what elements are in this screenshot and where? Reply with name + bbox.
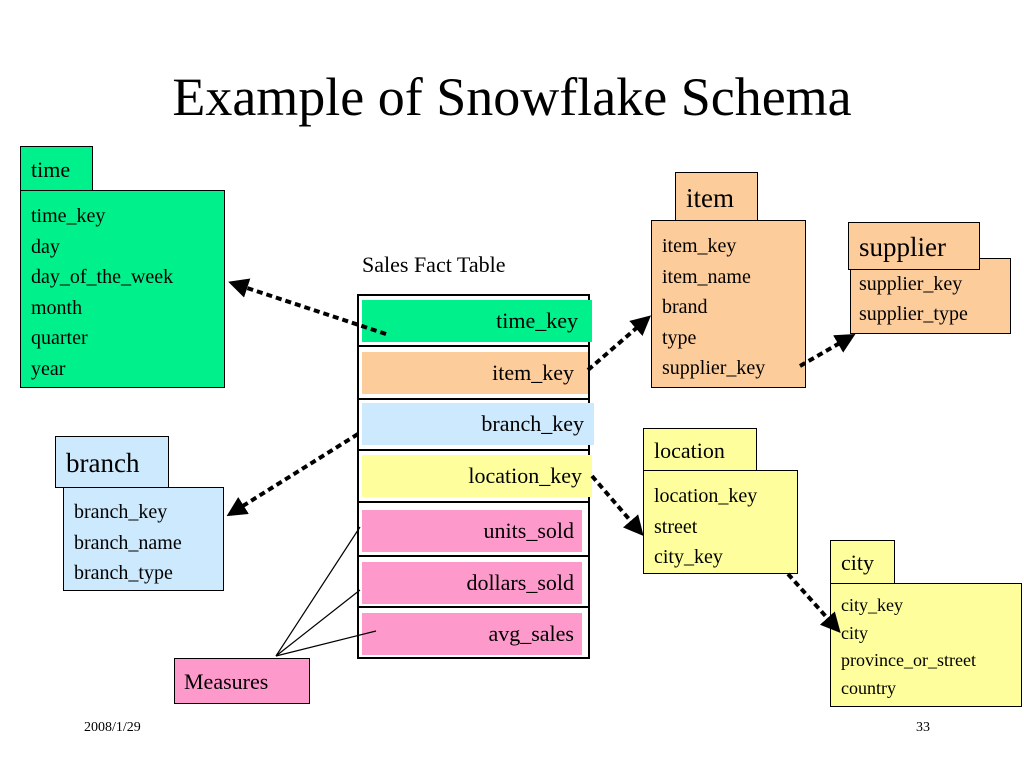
branch-field: branch_type — [74, 562, 173, 584]
location-dimension-tab: location — [643, 428, 757, 472]
footer-page-number: 33 — [916, 720, 930, 735]
footer-date: 2008/1/29 — [84, 720, 141, 735]
fact-key-time: time_key — [362, 300, 592, 342]
fact-table-divider — [357, 555, 590, 557]
measures-label-box: Measures — [174, 658, 310, 704]
fact-measure-avg-sales: avg_sales — [362, 613, 582, 655]
city-dimension-box: city_key city province_or_street country — [830, 583, 1022, 707]
measures-pointer-line — [275, 526, 361, 657]
time-key-connector — [228, 278, 387, 336]
city-key-connector — [786, 572, 841, 633]
time-dimension-box: time_key day day_of_the_week month quart… — [20, 190, 225, 388]
supplier-key-connector — [799, 334, 856, 368]
location-key-connector — [590, 474, 644, 537]
fact-table-divider — [357, 449, 590, 451]
fact-table-divider — [357, 345, 590, 347]
item-dimension-box: item_key item_name brand type supplier_k… — [651, 220, 806, 388]
time-field: quarter — [31, 327, 88, 349]
branch-field: branch_name — [74, 531, 182, 554]
time-field: year — [31, 357, 66, 380]
fact-key-branch: branch_key — [362, 403, 594, 445]
fact-table-divider — [357, 606, 590, 608]
time-field: day — [31, 235, 60, 258]
city-field: country — [841, 677, 896, 698]
time-field: time_key — [31, 205, 106, 227]
location-field: city_key — [654, 546, 723, 568]
city-field: city — [841, 622, 868, 643]
item-dimension-tab: item — [675, 172, 758, 222]
city-field: province_or_street — [841, 650, 976, 670]
supplier-field: supplier_key — [859, 273, 963, 295]
branch-dimension-tab: branch — [55, 436, 169, 488]
time-field: month — [31, 296, 83, 319]
supplier-dimension-box: supplier_key supplier_type — [850, 258, 1011, 334]
location-field: street — [654, 515, 698, 538]
supplier-field: supplier_type — [859, 303, 968, 325]
time-field: day_of_the_week — [31, 266, 174, 288]
fact-measure-units-sold: units_sold — [362, 510, 582, 552]
measures-pointer-line — [275, 630, 377, 657]
fact-table-divider — [357, 501, 590, 503]
time-dimension-tab: time — [20, 146, 93, 191]
city-field: city_key — [841, 595, 903, 615]
location-field: location_key — [654, 485, 758, 507]
item-key-connector — [586, 315, 652, 372]
item-field: type — [662, 326, 697, 349]
fact-table-divider — [357, 398, 590, 400]
branch-field: branch_key — [74, 501, 168, 523]
slide-title: Example of Snowflake Schema — [172, 67, 852, 127]
branch-dimension-box: branch_key branch_name branch_type — [63, 487, 224, 591]
city-dimension-tab: city — [830, 540, 895, 584]
fact-measure-dollars-sold: dollars_sold — [362, 562, 582, 604]
item-field: item_key — [662, 235, 737, 257]
fact-key-item: item_key — [362, 352, 588, 394]
branch-key-connector — [226, 432, 360, 517]
supplier-dimension-tab: supplier — [848, 222, 980, 270]
item-field: supplier_key — [662, 357, 766, 379]
location-dimension-box: location_key street city_key — [643, 470, 798, 574]
item-field: brand — [662, 296, 708, 318]
measures-pointer-line — [275, 589, 361, 657]
fact-table-label: Sales Fact Table — [362, 252, 506, 277]
fact-key-location: location_key — [362, 455, 592, 497]
item-field: item_name — [662, 265, 751, 288]
